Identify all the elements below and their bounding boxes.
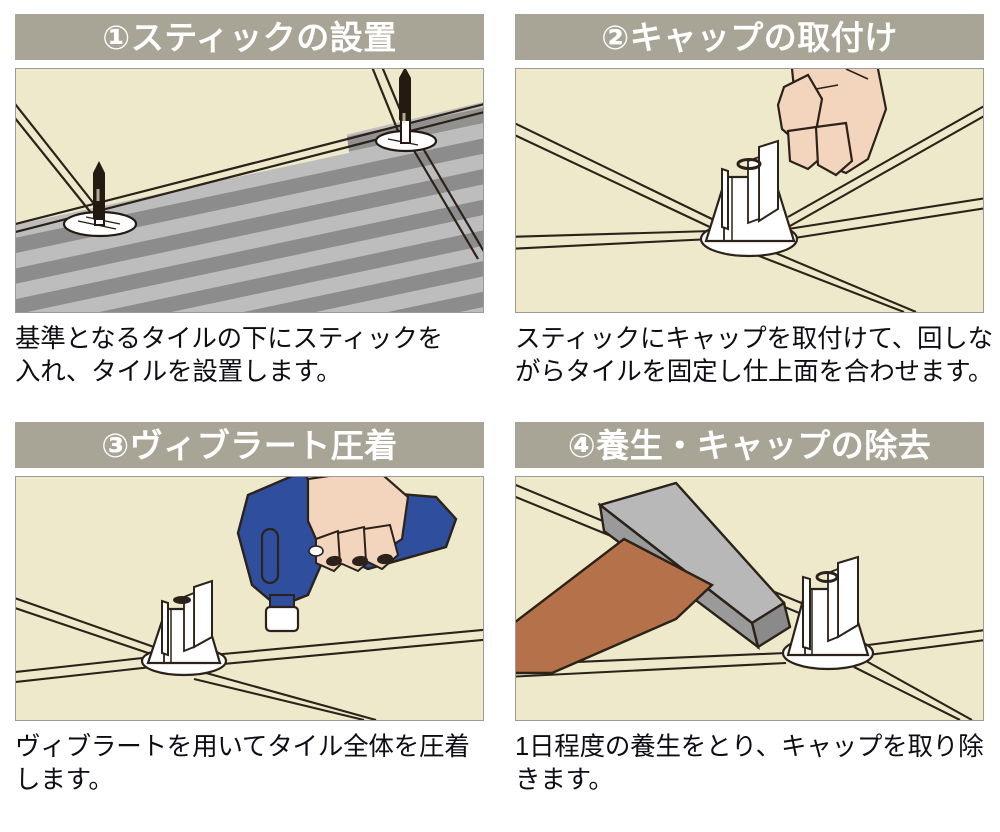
vibrator-compression-svg	[16, 477, 483, 720]
step-caption-3: ヴィブラートを用いてタイル全体を圧着 します。	[15, 731, 493, 796]
step-header-label-4: ④養生・キャップの除去	[567, 426, 932, 464]
step-header-label-1: ①スティックの設置	[102, 18, 397, 56]
cap-attachment-illustration	[515, 68, 984, 313]
stick-placement-svg	[16, 69, 483, 312]
hand-fingers	[776, 69, 888, 177]
stick-placement-illustration	[15, 68, 484, 313]
step-panel-1: ①スティックの設置	[15, 14, 484, 388]
caption-line: 基準となるタイルの下にスティックを	[15, 325, 443, 353]
white-cone-cap	[699, 139, 799, 258]
caption-line: がらタイルを固定し仕上面を合わせます。	[515, 357, 994, 386]
step-header-3: ③ヴィブラート圧着	[15, 422, 484, 468]
step-panel-2: ②キャップの取付け	[515, 14, 993, 388]
step-panel-4: ④養生・キャップの除去	[515, 422, 984, 796]
white-cone-cap	[140, 579, 228, 677]
caption-line: 1日程度の養生をとり、キャップを取り除	[515, 733, 984, 761]
step-header-1: ①スティックの設置	[15, 14, 484, 60]
step-header-label-3: ③ヴィブラート圧着	[101, 426, 398, 464]
grout-lines	[16, 597, 483, 720]
stick-pin-right	[374, 69, 438, 153]
hand-gripping-tool	[306, 477, 410, 573]
step-caption-1: 基準となるタイルの下にスティックを 入れ、タイルを設置します。	[15, 323, 493, 388]
hammer-handle	[516, 537, 715, 675]
caption-line: 入れ、タイルを設置します。	[15, 357, 342, 386]
cap-removal-svg	[516, 477, 983, 720]
step-panel-3: ③ヴィブラート圧着	[15, 422, 484, 796]
step-caption-4: 1日程度の養生をとり、キャップを取り除 きます。	[515, 731, 993, 796]
cap-removal-illustration	[515, 476, 984, 721]
caption-line: します。	[15, 765, 114, 794]
step-header-2: ②キャップの取付け	[515, 14, 984, 60]
vibrator-compression-illustration	[15, 476, 484, 721]
cap-attachment-svg	[516, 69, 983, 312]
step-header-4: ④養生・キャップの除去	[515, 422, 984, 468]
caption-line: ヴィブラートを用いてタイル全体を圧着	[15, 733, 470, 761]
stick-pin-left	[62, 161, 138, 238]
step-header-label-2: ②キャップの取付け	[601, 18, 898, 56]
white-cone-cap	[781, 555, 875, 671]
grout-lines	[516, 105, 983, 312]
step-caption-2: スティックにキャップを取付けて、回しな がらタイルを固定し仕上面を合わせます。	[515, 323, 993, 388]
caption-line: スティックにキャップを取付けて、回しな	[515, 325, 993, 353]
caption-line: きます。	[515, 765, 614, 794]
